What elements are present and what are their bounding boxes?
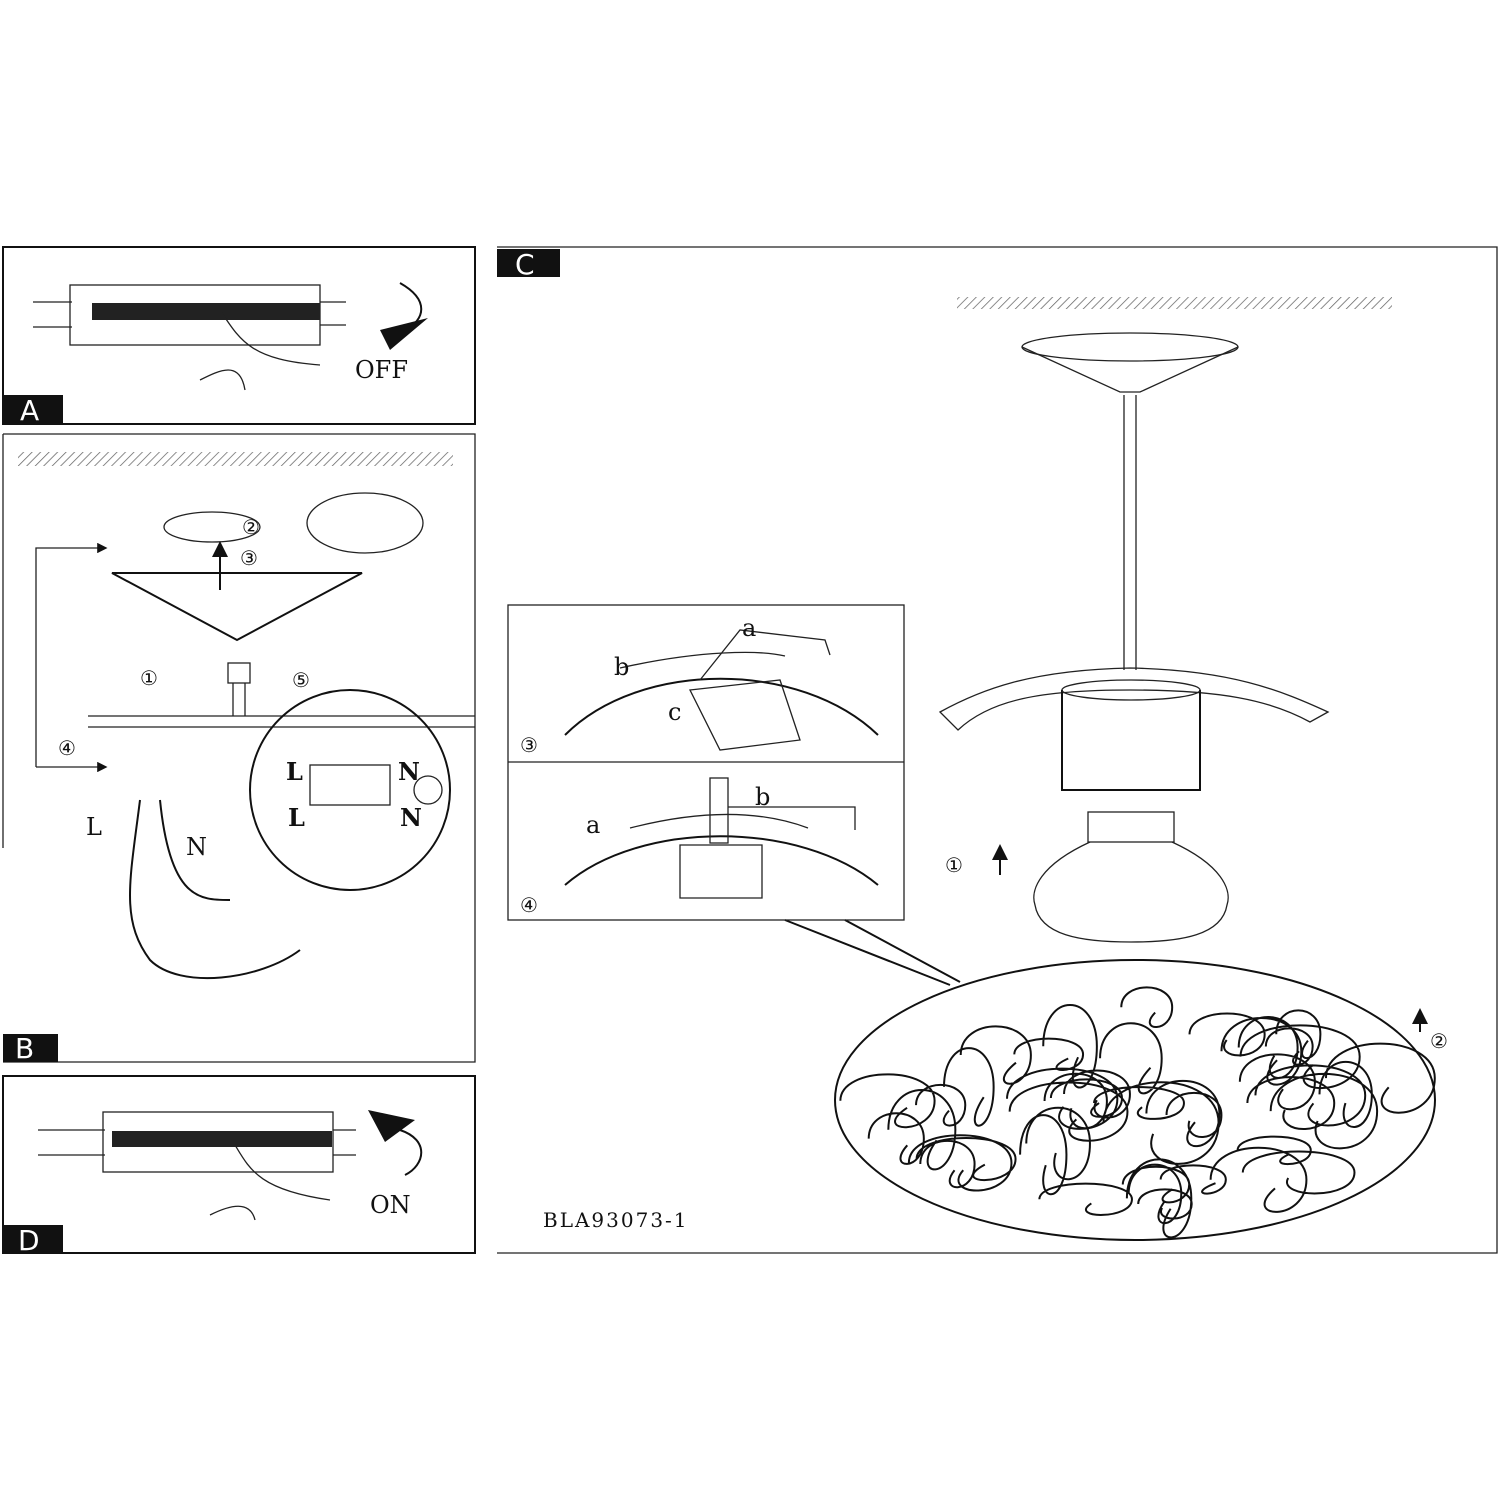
part-a-label: a (586, 811, 600, 839)
terminal-l-bottom: L (288, 803, 305, 832)
panel-a-badge (3, 395, 63, 424)
ceiling-hatch (957, 297, 1392, 309)
breaker-strip-icon (102, 1111, 334, 1173)
bulb-icon (1033, 811, 1229, 943)
part-b-label: b (755, 783, 770, 811)
panel-b-label: B (15, 1032, 34, 1065)
panel-c-assembly: C ① ② b a c ③ (497, 246, 1498, 1254)
wire-loop (839, 986, 1436, 1239)
step-1-label: ① (140, 666, 158, 690)
suspension-rod (1123, 395, 1137, 670)
canopy-icon (1021, 332, 1239, 393)
panel-a-label: A (20, 394, 39, 427)
panel-a-switch-off: A OFF (2, 246, 476, 427)
panel-c-badge (497, 249, 560, 277)
shade-holder-icon (938, 667, 1330, 731)
step-3-label: ③ (240, 546, 258, 570)
step-4-label: ④ (58, 736, 76, 760)
terminal-l-top: L (286, 757, 303, 786)
part-a-label: a (742, 614, 756, 642)
part-b-label: b (614, 653, 629, 681)
model-code: BLA93073-1 (543, 1208, 689, 1232)
step-2-label: ② (242, 515, 260, 539)
wire-l-label: L (86, 813, 102, 841)
socket-icon (1061, 690, 1201, 791)
wire-n-label: N (186, 833, 207, 861)
panel-b-wiring: B ② ③ ① ⑤ ④ L N L N L N (2, 433, 476, 1065)
step-2-label: ② (1430, 1029, 1448, 1053)
hand-icon (209, 1144, 331, 1221)
canopy-icon (111, 572, 363, 642)
step-1-label: ① (945, 853, 963, 877)
ground-icon (413, 775, 443, 805)
panel-d-switch-on: D ON (2, 1075, 476, 1257)
panel-d-badge (3, 1225, 63, 1253)
wall-plug-icon (306, 492, 424, 554)
wires-icon (129, 799, 301, 980)
ceiling-hatch (18, 452, 453, 466)
inset-detail: b a c ③ a b ④ (507, 604, 905, 921)
on-label: ON (370, 1191, 411, 1219)
step-4-label: ④ (520, 893, 538, 917)
step-3-label: ③ (520, 733, 538, 757)
off-label: OFF (355, 356, 408, 384)
terminal-detail-circle (249, 689, 451, 891)
panel-d-label: D (18, 1224, 40, 1257)
wire-ball-shade (834, 959, 1436, 1241)
panel-b-badge (3, 1034, 58, 1062)
panel-c-label: C (515, 248, 535, 281)
wire-scribble-pattern (839, 986, 1436, 1239)
arrow-up-icon (368, 1110, 415, 1142)
part-c-label: c (668, 698, 681, 726)
breaker-strip-icon (33, 284, 346, 346)
terminal-n-top: N (398, 757, 420, 786)
hand-icon (199, 309, 321, 391)
terminal-n-bottom: N (400, 803, 422, 832)
step-5-label: ⑤ (292, 668, 310, 692)
